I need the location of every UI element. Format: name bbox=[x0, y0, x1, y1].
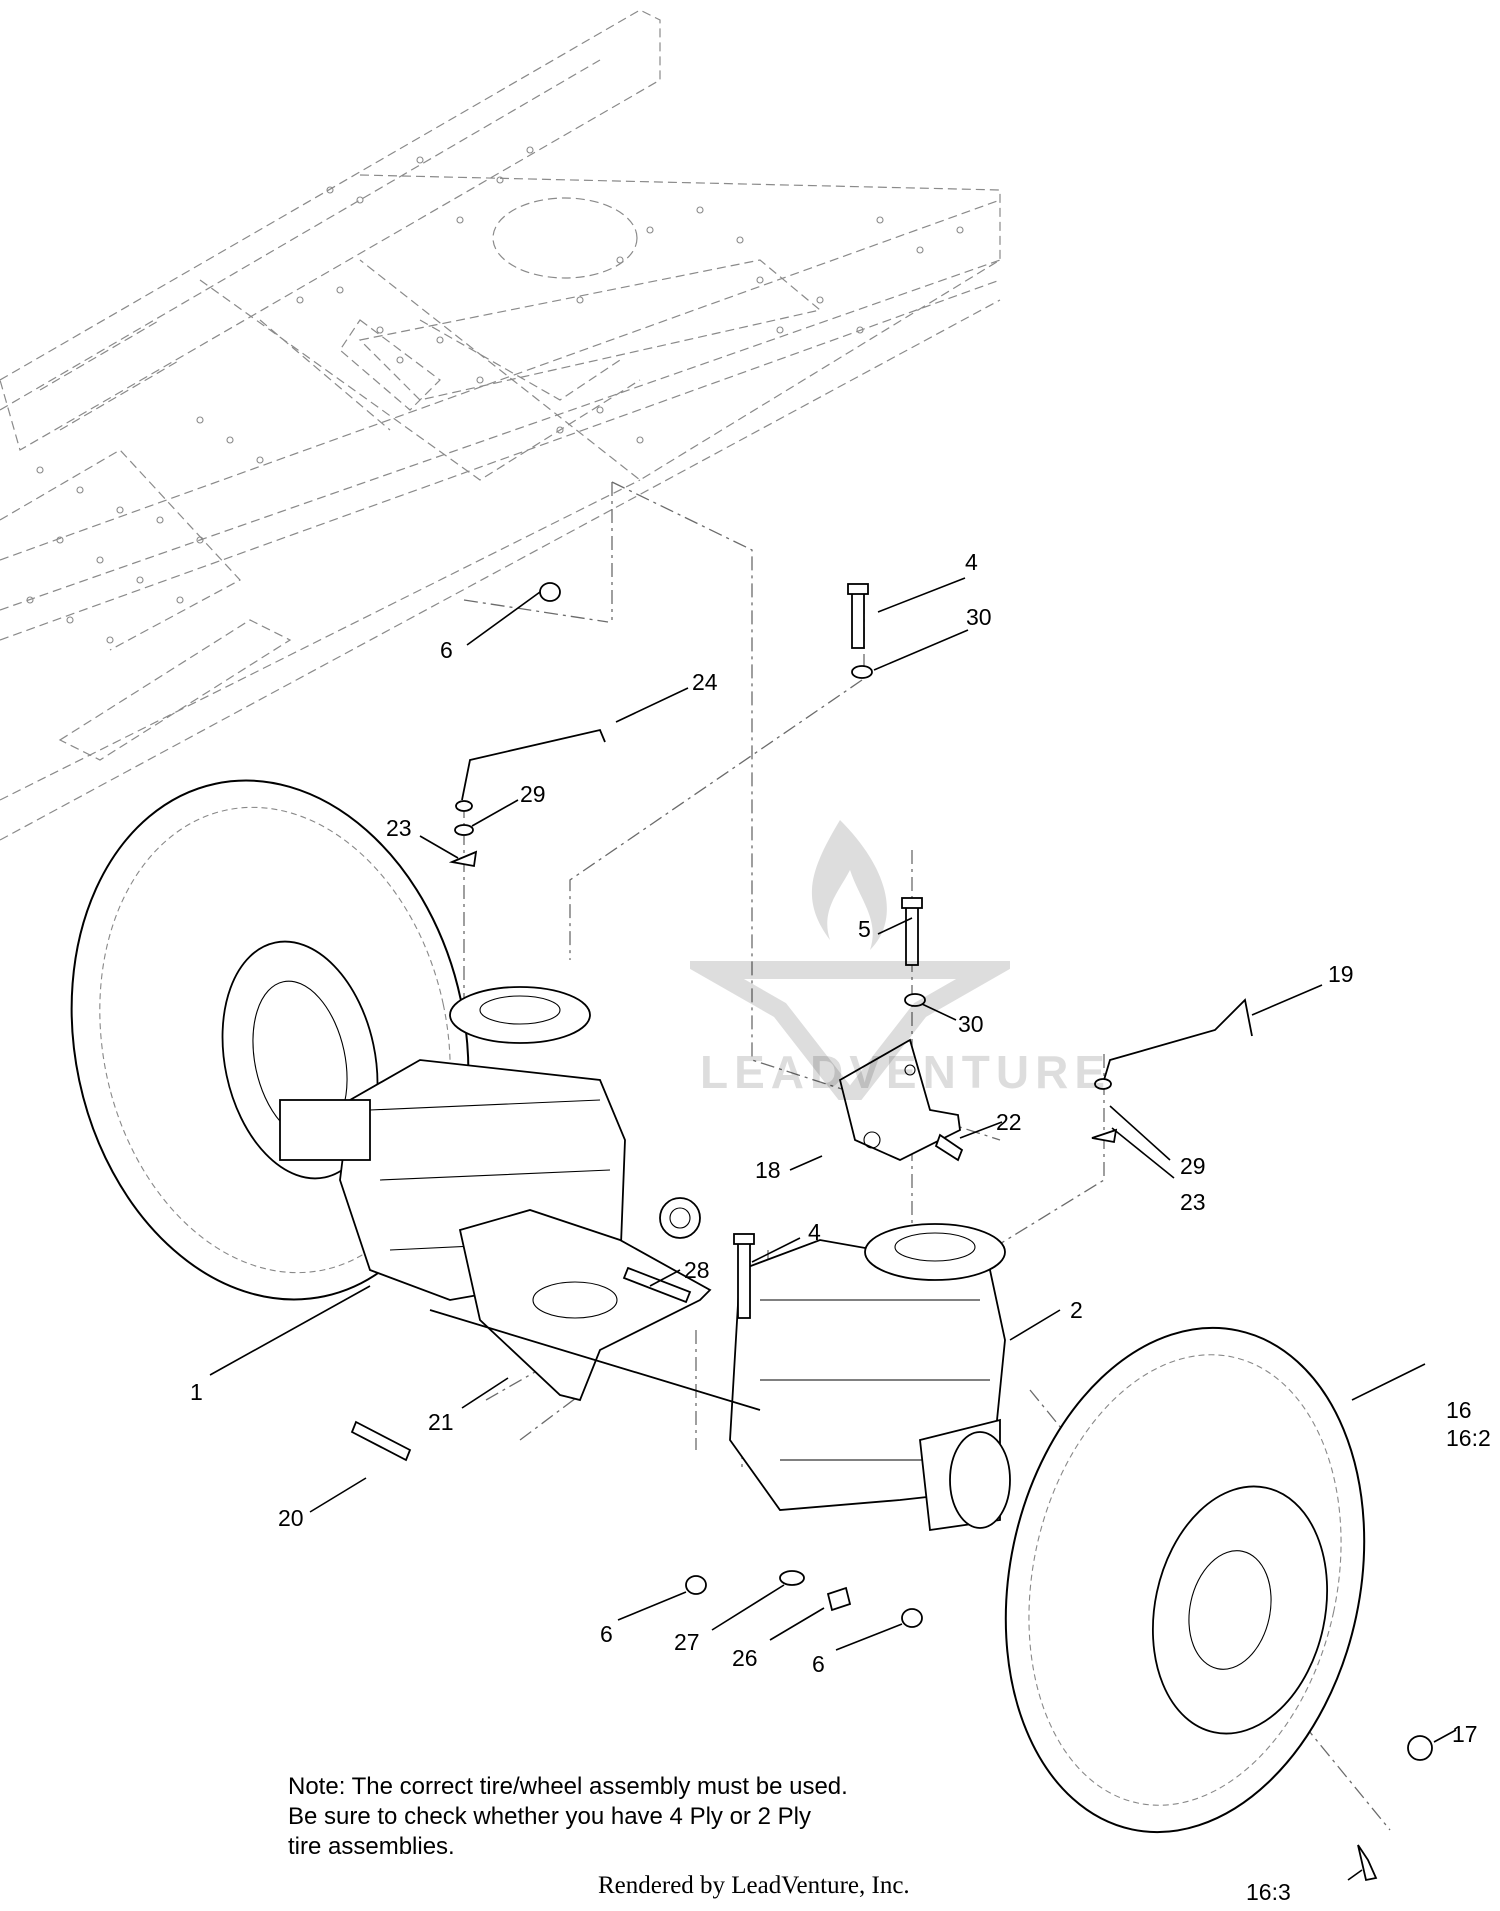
callout-4-top: 4 bbox=[965, 549, 978, 575]
callout-30-lower: 30 bbox=[958, 1011, 984, 1037]
right-tire-assembly bbox=[1004, 1326, 1366, 1834]
callout-labels: 1 2 4 4 5 6 6 6 16 16:2 16:3 17 18 19 20… bbox=[190, 549, 1491, 1905]
callout-2: 2 bbox=[1070, 1297, 1083, 1323]
callout-23-top: 23 bbox=[386, 815, 412, 841]
callout-19: 19 bbox=[1328, 961, 1354, 987]
leadventure-watermark-logo bbox=[690, 820, 1010, 1100]
callout-21: 21 bbox=[428, 1409, 454, 1435]
callout-6-left: 6 bbox=[600, 1621, 613, 1647]
callout-29-right: 29 bbox=[1180, 1153, 1206, 1179]
callout-16-3: 16:3 bbox=[1246, 1879, 1291, 1905]
callout-4-lower: 4 bbox=[808, 1219, 821, 1245]
callout-30-top: 30 bbox=[966, 604, 992, 630]
note-line-2: Be sure to check whether you have 4 Ply … bbox=[288, 1803, 811, 1830]
bracket-18 bbox=[838, 1038, 961, 1161]
callout-5: 5 bbox=[858, 916, 871, 942]
callout-16-2: 16:2 bbox=[1446, 1425, 1491, 1451]
callout-28: 28 bbox=[684, 1257, 710, 1283]
callout-6-right: 6 bbox=[812, 1651, 825, 1677]
callout-18: 18 bbox=[755, 1157, 781, 1183]
callout-16: 16 bbox=[1446, 1397, 1472, 1423]
mower-frame-phantom bbox=[0, 9, 1001, 841]
callout-27: 27 bbox=[674, 1629, 700, 1655]
callout-24: 24 bbox=[692, 669, 718, 695]
note-line-1: Note: The correct tire/wheel assembly mu… bbox=[288, 1773, 848, 1800]
leader-lines bbox=[209, 577, 1457, 1881]
callout-17: 17 bbox=[1452, 1721, 1478, 1747]
rendered-by-footer: Rendered by LeadVenture, Inc. bbox=[598, 1872, 910, 1899]
callout-29-top: 29 bbox=[520, 781, 546, 807]
callout-20: 20 bbox=[278, 1505, 304, 1531]
callout-1: 1 bbox=[190, 1379, 203, 1405]
callout-6-top: 6 bbox=[440, 637, 453, 663]
mount-bracket-21 bbox=[429, 1209, 761, 1411]
callout-26: 26 bbox=[732, 1645, 758, 1671]
note-line-3: tire assemblies. bbox=[288, 1833, 455, 1860]
right-transaxle bbox=[729, 1223, 1011, 1532]
hardware bbox=[350, 582, 1433, 1882]
tire-assembly-note: Note: The correct tire/wheel assembly mu… bbox=[288, 1772, 988, 1862]
callout-22: 22 bbox=[996, 1109, 1022, 1135]
watermark-text: LEADVENTURE bbox=[700, 1046, 1112, 1098]
callout-23-right: 23 bbox=[1180, 1189, 1206, 1215]
